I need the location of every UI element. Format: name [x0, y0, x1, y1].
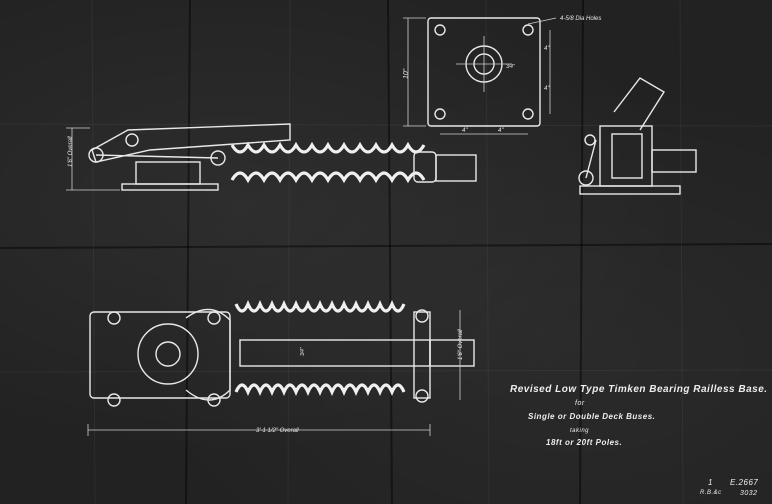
plan-view — [87, 299, 475, 436]
drawing-title: Revised Low Type Timken Bearing Railless… — [510, 384, 768, 395]
plan-width-label: 1'6" Overall — [458, 329, 464, 360]
side-dim-lower-label: 4" — [544, 86, 550, 92]
ref-initials: R.B.&c — [700, 490, 722, 496]
holes-note-label: 4-5/8 Dia Holes — [560, 16, 601, 22]
plate-height-label: 10" — [403, 68, 410, 79]
shaft-dim-label: 3/4" — [300, 347, 306, 356]
bottom-dim-right-label: 4" — [498, 128, 504, 134]
side-elevation-view — [66, 123, 477, 191]
drawing-number: E.2667 — [730, 478, 759, 487]
title-for: for — [575, 400, 585, 407]
overall-height-label: 1'6" Overall — [68, 136, 74, 167]
title-poles: 18ft or 20ft Poles. — [546, 438, 623, 447]
bore-label: 3/4" — [506, 64, 515, 70]
overall-length-label: 3'-1 1/2" Overall — [256, 428, 299, 434]
bottom-dim-left-label: 4" — [462, 128, 468, 134]
side-dim-upper-label: 4" — [544, 46, 550, 52]
end-elevation-view — [578, 77, 697, 195]
ref-number: 3032 — [740, 490, 758, 497]
title-bus-type: Single or Double Deck Buses. — [528, 412, 656, 421]
base-plate-plan-view — [403, 17, 557, 135]
title-taking: taking — [570, 428, 590, 434]
sheet-number: 1 — [708, 478, 713, 487]
